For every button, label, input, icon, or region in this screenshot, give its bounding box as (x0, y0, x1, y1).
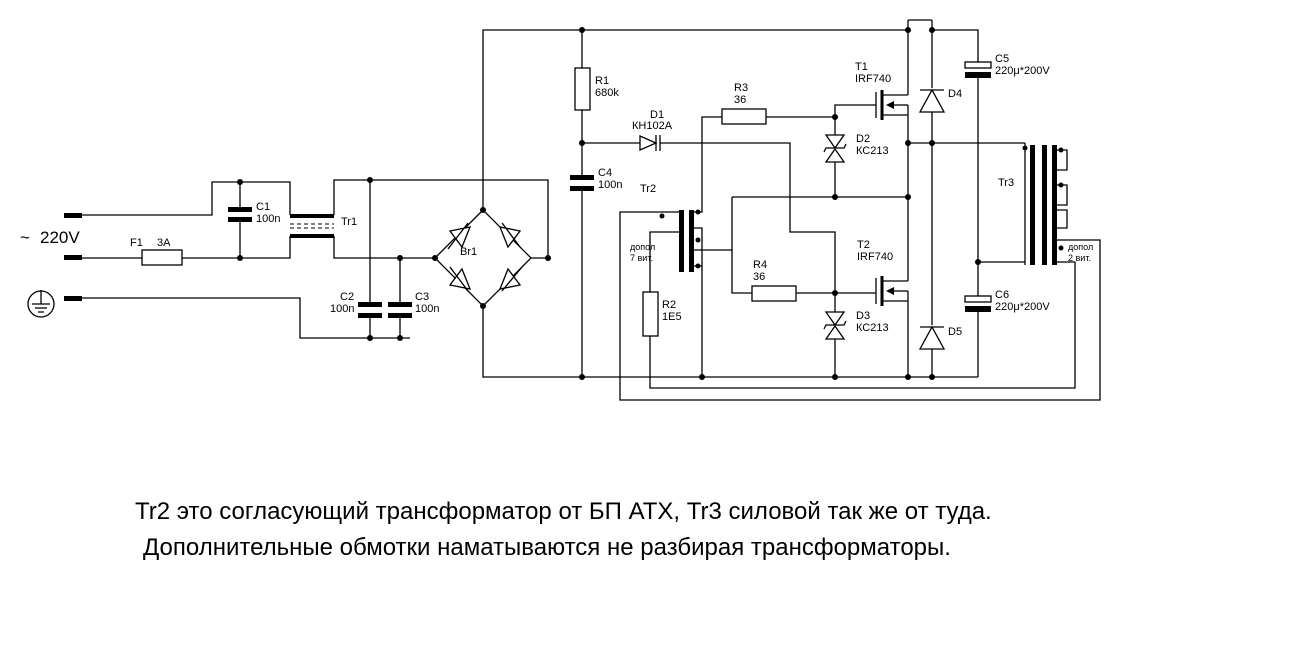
mains-voltage-label: 220V (40, 228, 80, 247)
transformer-tr1: Tr1 (290, 214, 357, 238)
zener-d2: D2 КС213 (823, 117, 889, 197)
capacitor-c6: C6 220μ*200V (964, 289, 1050, 313)
transformer-tr2: Tr2 допол 7 вит. (630, 183, 701, 272)
tr2-extra-line1: допол (630, 242, 655, 252)
capacitor-c4: C4 100n (570, 167, 622, 191)
tr3-extra-line2: 2 вит. (1068, 253, 1091, 263)
bridge-br1: Br1 (432, 207, 551, 309)
d5-ref: D5 (948, 326, 962, 338)
fuse-f1: F1 3A (130, 237, 183, 266)
t1-part: IRF740 (855, 73, 891, 85)
t2-ref: T2 (857, 239, 870, 251)
d4-ref: D4 (948, 88, 962, 100)
mains-terminal-n (64, 255, 82, 260)
capacitor-c5: C5 220μ*200V (964, 53, 1050, 78)
d3-ref: D3 (856, 310, 870, 322)
diac-d1: D1 КН102А (632, 109, 673, 151)
capacitor-c2: C2 100n (330, 291, 382, 318)
c4-value: 100n (598, 179, 622, 191)
c1-value: 100n (256, 213, 280, 225)
r1-value: 680k (595, 87, 619, 99)
tr3-ref: Tr3 (998, 177, 1014, 189)
c6-ref: C6 (995, 289, 1009, 301)
fuse-rating: 3A (157, 237, 171, 249)
mosfet-t2: T2 IRF740 (857, 239, 908, 306)
c4-ref: C4 (598, 167, 612, 179)
resistor-r2: R2 1E5 (642, 291, 682, 337)
br1-ref: Br1 (460, 246, 477, 258)
d1-ref: D1 (650, 109, 664, 121)
diode-d4: D4 (918, 88, 962, 113)
t2-part: IRF740 (857, 251, 893, 263)
resistor-r4: R4 36 (751, 259, 797, 302)
capacitor-c1: C1 100n (228, 201, 280, 225)
mains-terminal-l (64, 213, 82, 218)
c5-value: 220μ*200V (995, 65, 1050, 77)
caption-line-1: Tr2 это согласующий трансформатор от БП … (135, 498, 992, 525)
c3-ref: C3 (415, 291, 429, 303)
r4-value: 36 (753, 271, 765, 283)
t1-ref: T1 (855, 61, 868, 73)
d3-part: КС213 (856, 322, 889, 334)
r3-value: 36 (734, 94, 746, 106)
r4-ref: R4 (753, 259, 767, 271)
ac-symbol: ~ (20, 228, 30, 247)
ground-terminal (64, 296, 82, 301)
ground-icon (27, 290, 55, 318)
resistor-r1: R1 680k (574, 67, 619, 111)
diode-d5: D5 (918, 325, 962, 350)
zener-d3: D3 КС213 (823, 293, 889, 377)
c2-ref: C2 (340, 291, 354, 303)
d2-part: КС213 (856, 145, 889, 157)
tr1-ref: Tr1 (341, 216, 357, 228)
fuse-ref: F1 (130, 237, 143, 249)
circuit-schematic: ~ 220V F1 3A C1 100n Tr1 (20, 19, 1101, 401)
r1-ref: R1 (595, 75, 609, 87)
tr2-ref: Tr2 (640, 183, 656, 195)
transformer-tr3: Tr3 допол 2 вит. (998, 145, 1093, 265)
c2-value: 100n (330, 303, 354, 315)
c1-ref: C1 (256, 201, 270, 213)
r2-ref: R2 (662, 299, 676, 311)
mosfet-t1: T1 IRF740 (855, 61, 908, 120)
d1-part: КН102А (632, 120, 673, 132)
tr3-extra-line1: допол (1068, 242, 1093, 252)
c3-value: 100n (415, 303, 439, 315)
caption-line-2: Дополнительные обмотки наматываются не р… (143, 534, 951, 561)
c5-ref: C5 (995, 53, 1009, 65)
resistor-r3: R3 36 (721, 82, 767, 125)
d2-ref: D2 (856, 133, 870, 145)
c6-value: 220μ*200V (995, 301, 1050, 313)
capacitor-c3: C3 100n (388, 291, 439, 318)
tr2-extra-line2: 7 вит. (630, 253, 653, 263)
r2-value: 1E5 (662, 311, 682, 323)
mains-input: ~ 220V (20, 213, 82, 318)
r3-ref: R3 (734, 82, 748, 94)
